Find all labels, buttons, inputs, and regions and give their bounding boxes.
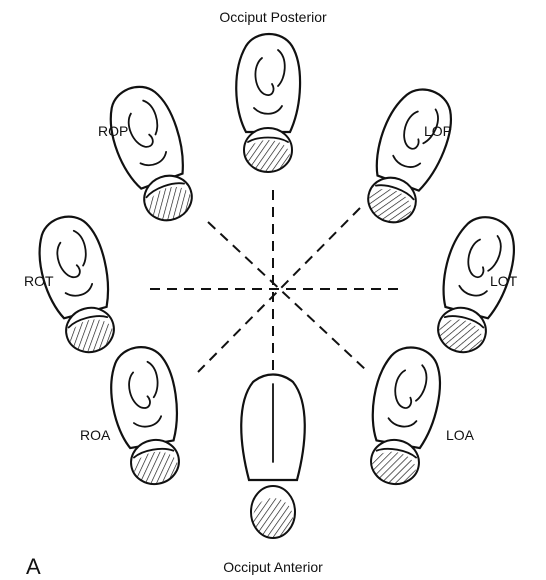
label-roa: ROA <box>80 427 111 443</box>
fetus-rop <box>98 78 205 230</box>
label-occiput-posterior: Occiput Posterior <box>219 9 327 25</box>
fetus-roa <box>104 342 191 489</box>
axis-lines <box>150 190 405 388</box>
fetus-lop <box>355 80 462 232</box>
label-loa: LOA <box>446 427 475 443</box>
fetus-loa <box>360 342 447 489</box>
label-lop: LOP <box>424 123 452 139</box>
label-occiput-anterior: Occiput Anterior <box>223 559 323 575</box>
label-rop: ROP <box>98 123 128 139</box>
fetus-occiput-anterior <box>241 375 305 539</box>
panel-label: A <box>26 554 41 579</box>
fetus-occiput-posterior <box>236 34 300 172</box>
label-rot: ROT <box>24 273 54 289</box>
label-lot: LOT <box>490 273 518 289</box>
